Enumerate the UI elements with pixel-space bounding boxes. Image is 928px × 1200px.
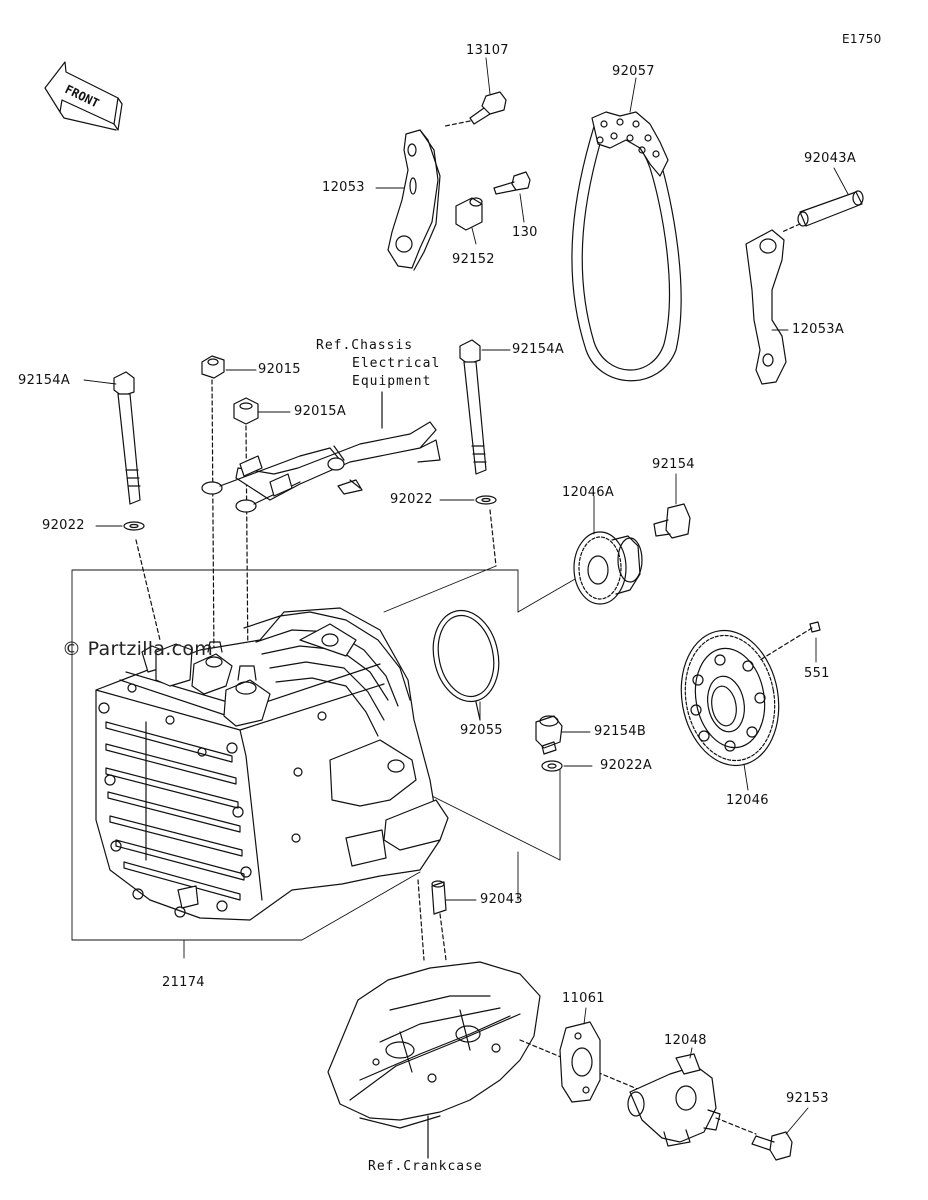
ref-chassis-line3: Equipment	[352, 374, 432, 389]
leader-lines	[83, 57, 849, 1135]
ref-chassis-line1: Ref.Chassis	[316, 338, 414, 353]
gasket-11061	[559, 1021, 601, 1103]
part-label-12046A[interactable]: 12046A	[562, 485, 615, 500]
part-label-130[interactable]: 130	[512, 225, 538, 240]
bolt-92154B	[535, 715, 563, 755]
part-label-92022-right[interactable]: 92022	[390, 492, 433, 507]
part-label-92043[interactable]: 92043	[480, 892, 523, 907]
washer-92022A	[541, 760, 563, 772]
gear-12046	[680, 629, 780, 767]
ref-crankcase: Ref.Crankcase	[368, 1159, 483, 1174]
part-label-92043A[interactable]: 92043A	[804, 151, 857, 166]
bolt-92154	[653, 503, 691, 539]
part-label-92022A[interactable]: 92022A	[600, 758, 653, 773]
part-label-92055[interactable]: 92055	[460, 723, 503, 738]
nut-92015	[201, 355, 225, 661]
bolt-92153	[751, 1131, 793, 1161]
gear-case-cover-21174	[95, 607, 449, 921]
part-label-92152[interactable]: 92152	[452, 252, 495, 267]
dowel-92043	[417, 879, 447, 961]
diagram-code: E1750	[842, 32, 882, 46]
part-label-92154A-right[interactable]: 92154A	[512, 342, 565, 357]
part-label-12048[interactable]: 12048	[664, 1033, 707, 1048]
part-label-551[interactable]: 551	[804, 666, 830, 681]
collar-92152	[455, 197, 483, 231]
chain-guide-12053A	[745, 229, 787, 385]
pin-92043A	[781, 190, 864, 233]
assembly-outline-21174	[71, 559, 609, 959]
pin-551	[759, 621, 821, 661]
part-label-13107[interactable]: 13107	[466, 43, 509, 58]
part-label-92153[interactable]: 92153	[786, 1091, 829, 1106]
gear-12046A	[573, 531, 643, 605]
chain-guide-12053	[387, 129, 441, 271]
o-ring-92055	[432, 609, 500, 721]
part-label-92154B[interactable]: 92154B	[594, 724, 647, 739]
nut-92015A	[233, 397, 259, 671]
ref-chassis-line2: Electrical	[352, 356, 441, 371]
bolt-92154A-right	[459, 339, 497, 567]
tensioner-12048	[627, 1053, 757, 1147]
part-label-92015A[interactable]: 92015A	[294, 404, 347, 419]
part-label-92154A-left[interactable]: 92154A	[18, 373, 71, 388]
part-label-92015[interactable]: 92015	[258, 362, 301, 377]
bolt-130	[493, 171, 531, 195]
part-label-12053A[interactable]: 12053A	[792, 322, 845, 337]
bolt-13107	[444, 91, 507, 127]
part-label-12053[interactable]: 12053	[322, 180, 365, 195]
bolt-92154A-left	[113, 371, 161, 641]
part-label-11061[interactable]: 11061	[562, 991, 605, 1006]
part-label-21174[interactable]: 21174	[162, 975, 205, 990]
watermark: © Partzilla.com	[62, 638, 214, 660]
wire-harness	[201, 391, 441, 513]
part-label-92022-left[interactable]: 92022	[42, 518, 85, 533]
part-label-92154[interactable]: 92154	[652, 457, 695, 472]
part-label-12046[interactable]: 12046	[726, 793, 769, 808]
front-arrow-icon	[44, 61, 123, 131]
part-label-92057[interactable]: 92057	[612, 64, 655, 79]
cam-chain-92057	[571, 111, 682, 382]
crankcase	[327, 961, 641, 1159]
